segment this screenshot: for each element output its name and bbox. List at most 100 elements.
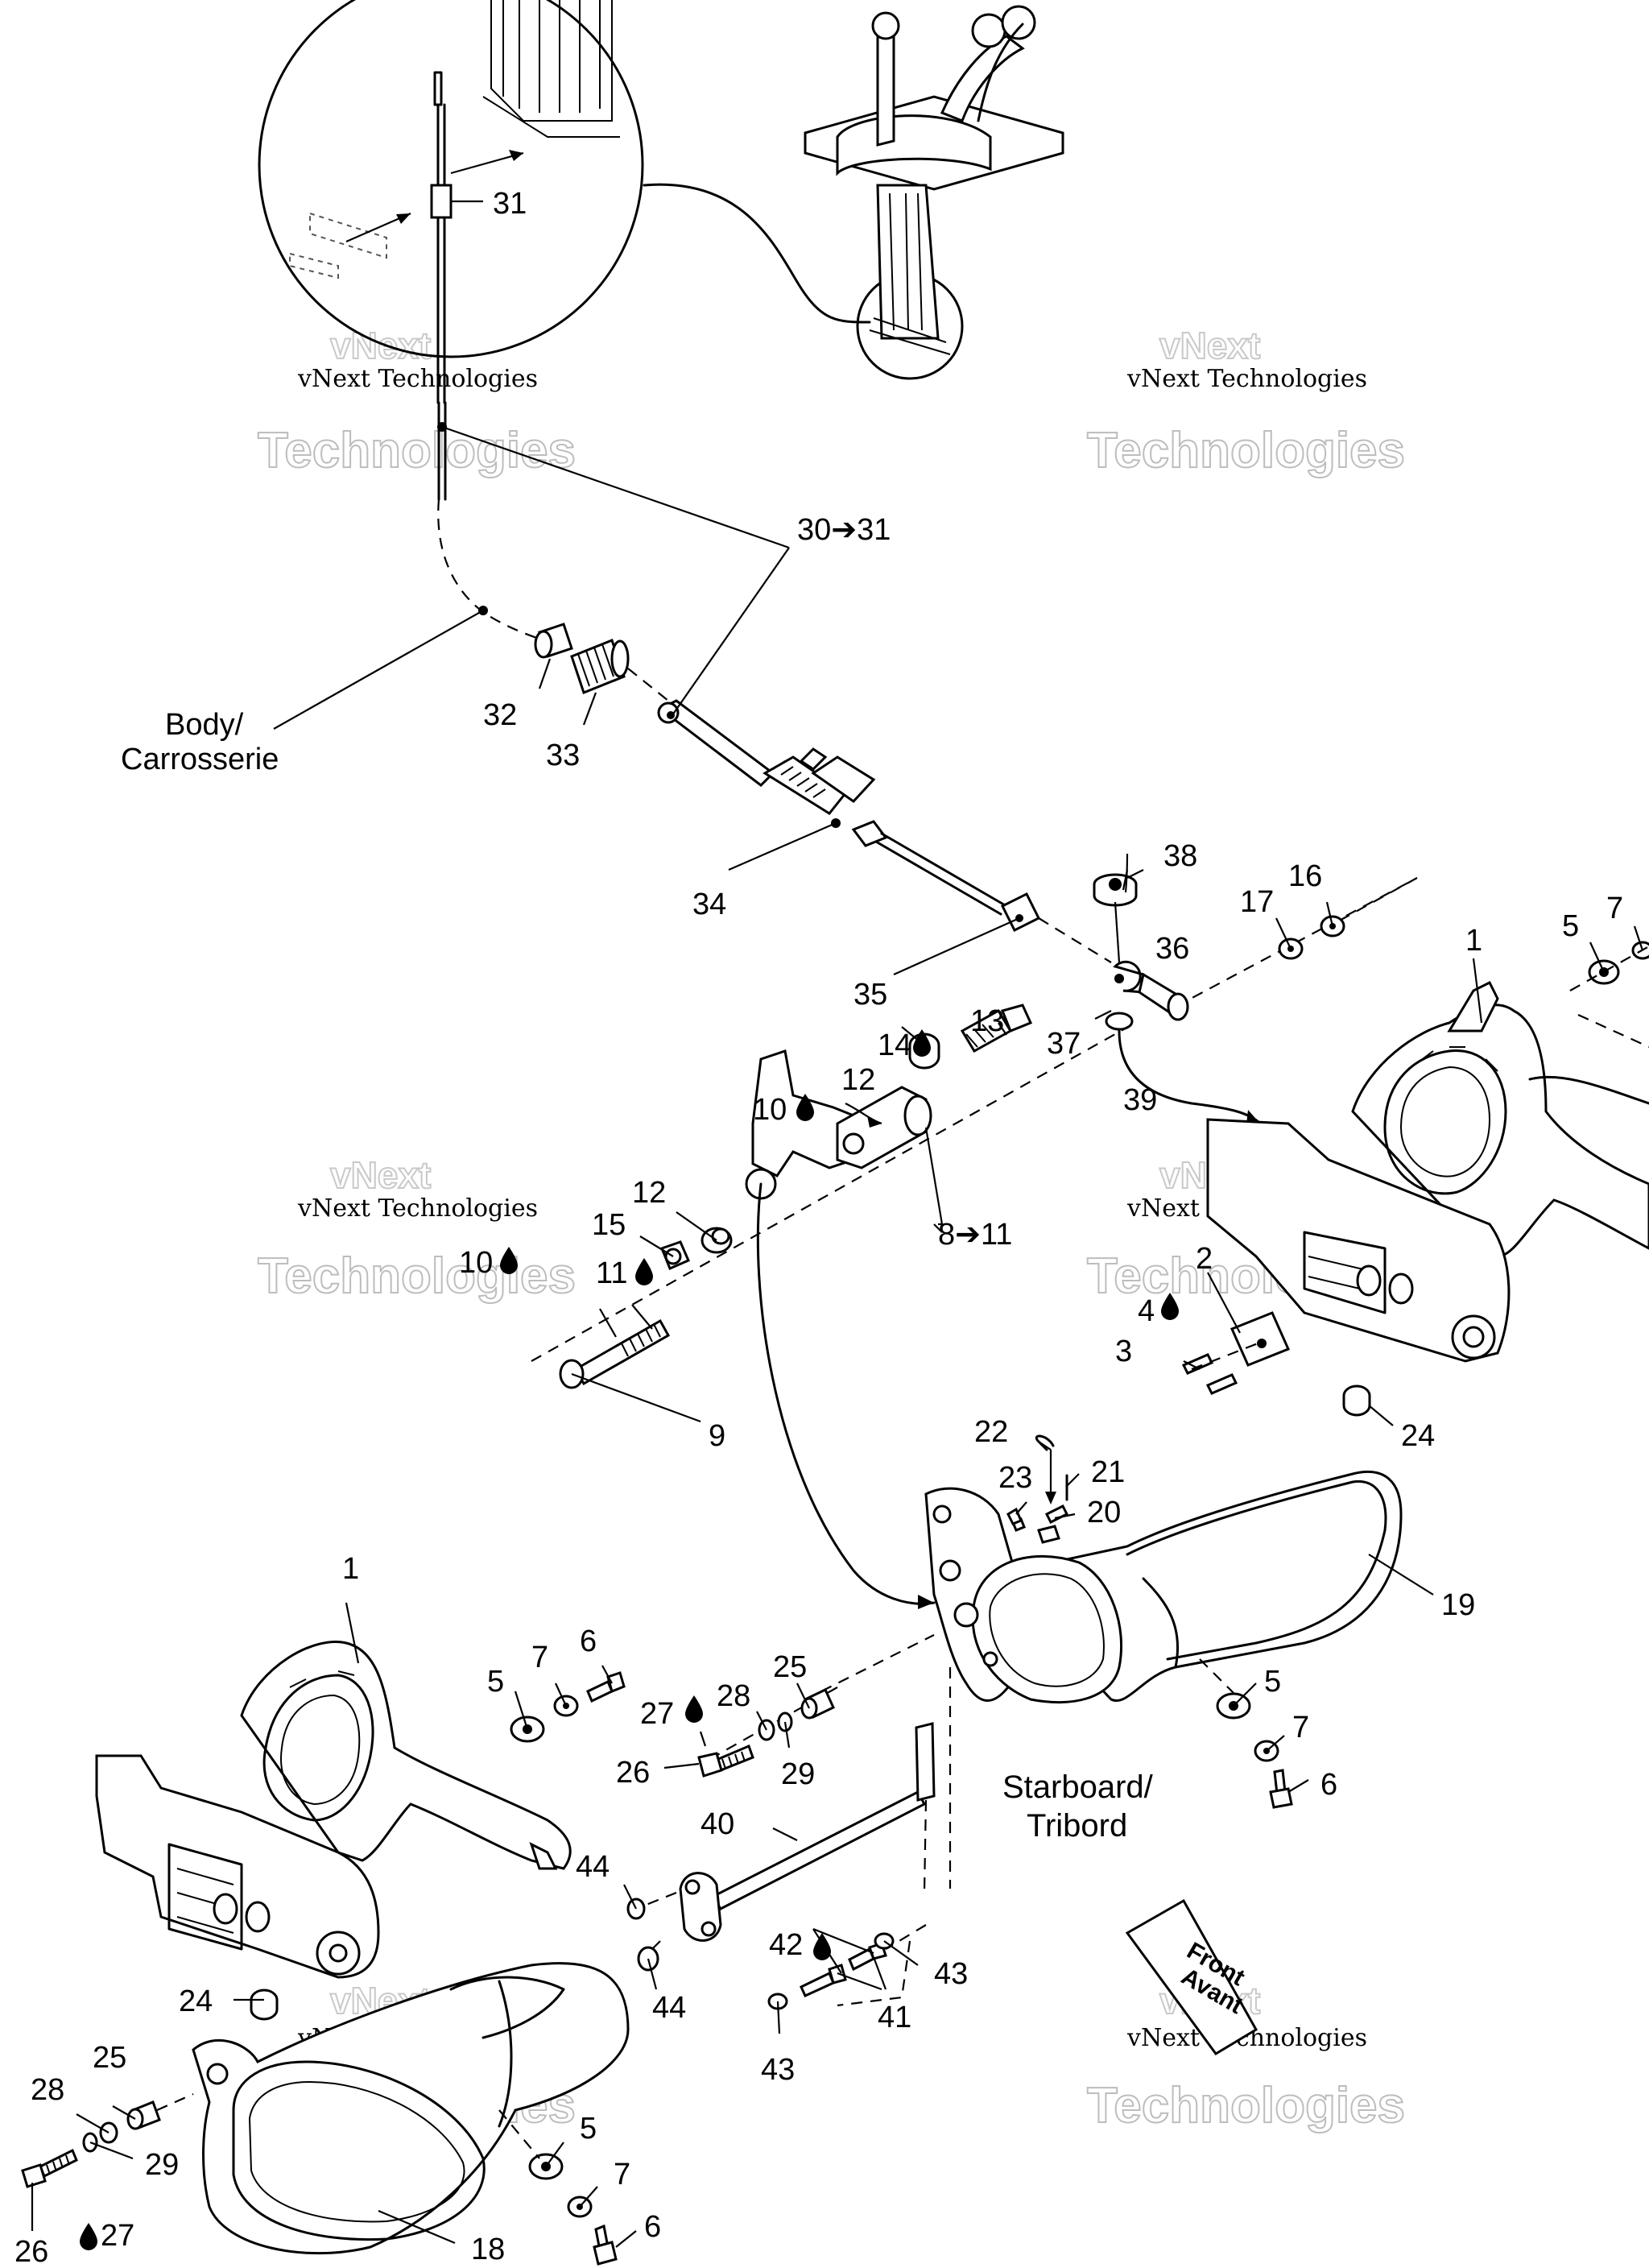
callout-6: 6 [580,1624,597,1658]
callout-23: 23 [998,1461,1032,1495]
callout-9: 9 [709,1419,725,1453]
adhesive-drop-icon [635,1258,653,1285]
adhesive-drop-icon [685,1695,703,1723]
watermark-big: Technologies [1087,2078,1405,2133]
lower-left-bracket [95,1641,572,2021]
callout-13: 13 [970,1004,1004,1038]
callout-31: 31 [493,187,527,221]
callout-5: 5 [580,2112,597,2146]
callout-12: 12 [841,1063,875,1097]
callout-2: 2 [1196,1242,1213,1276]
callout-7: 7 [1606,892,1623,925]
detail-circle [258,0,964,404]
tribord-label: Tribord [1027,1808,1127,1844]
bushing-44 [626,1898,659,1972]
carrosserie-label: Carrosserie [121,743,279,776]
callout-25: 25 [773,1650,807,1684]
callout-8-11: 8➔11 [938,1218,1012,1252]
watermark-text: vNext Technologies [297,1194,538,1223]
cover-plate [1181,1311,1291,1395]
watermark-text: vNext Technologies [1126,365,1367,393]
callout-35: 35 [853,978,887,1012]
adhesive-drop-icon [813,1933,831,1960]
watermark-vnext: vNext [330,325,431,366]
callout-1: 1 [342,1552,359,1586]
upper-right-bracket [1206,980,1649,1363]
callout-1: 1 [1465,924,1482,958]
callout-32: 32 [483,698,517,732]
body-label: Body/ [165,708,244,742]
callout-21: 21 [1091,1455,1125,1489]
callout-5: 5 [1562,909,1579,943]
callout-22: 22 [974,1415,1008,1449]
callout-3: 3 [1115,1335,1132,1368]
bushing-right [1342,1384,1371,1417]
callout-28: 28 [717,1679,750,1713]
callout-44: 44 [576,1850,610,1884]
callout-28: 28 [31,2073,64,2107]
callout-4: 4 [1138,1294,1155,1328]
watermark-big: Technologies [258,423,576,478]
callout-37: 37 [1047,1027,1081,1061]
lower-left-hardware [510,1671,626,1743]
callout-7: 7 [1292,1711,1309,1744]
callout-30-31: 30➔31 [797,513,891,547]
starboard-bucket [924,1434,1403,1704]
callout-33: 33 [546,739,580,772]
callout-34: 34 [692,888,726,921]
callout-10: 10 [459,1246,493,1280]
callout-42: 42 [769,1928,803,1962]
callout-19: 19 [1441,1588,1475,1622]
callout-24: 24 [1401,1419,1435,1453]
callout-7: 7 [531,1641,548,1674]
callout-27: 27 [640,1697,674,1731]
callout-5: 5 [487,1665,504,1699]
port-bucket [192,1962,630,2255]
watermark-big: Technologies [258,1248,576,1304]
callout-43: 43 [761,2053,795,2087]
callout-17: 17 [1240,885,1274,919]
watermark-text: vNext Technologies [297,365,538,393]
callout-16: 16 [1288,859,1322,893]
bucket-hardware [1199,1658,1293,1809]
watermark-vnext: vNext [330,1154,431,1196]
callout-7: 7 [614,2158,630,2191]
callout-20: 20 [1087,1496,1121,1529]
callout-11: 11 [596,1256,627,1290]
nut-washer [1278,915,1345,960]
callout-36: 36 [1155,932,1189,966]
leader-lines [31,425,1644,2248]
callout-6: 6 [1320,1768,1337,1802]
upper-right-hardware [1569,941,1649,1049]
callout-27: 27 [101,2219,134,2253]
callout-25: 25 [93,2041,126,2075]
callout-26: 26 [14,2235,48,2268]
callout-38: 38 [1163,839,1197,873]
starboard-label: Starboard/ [1002,1769,1154,1805]
lever-assembly [559,1004,1033,1609]
callout-41: 41 [878,2001,911,2034]
tie-rod [635,1722,936,1958]
bolt-26-upper [697,1711,793,1778]
shifter-assembly [804,5,1064,355]
callout-6: 6 [644,2210,661,2244]
cable-clevis [1093,873,1262,1125]
adhesive-drop-icon [80,2223,97,2250]
callout-29: 29 [145,2148,179,2182]
callout-40: 40 [701,1807,734,1841]
callout-14: 14 [878,1028,911,1062]
callout-labels: 31 30➔31 Body/ Carrosserie 32 33 34 35 3… [14,187,1623,2268]
callout-15: 15 [592,1208,626,1242]
callout-29: 29 [781,1757,815,1791]
callout-12: 12 [632,1176,666,1210]
callout-43: 43 [934,1957,968,1991]
callout-10: 10 [753,1093,787,1127]
watermark-vnext: vNext [1159,325,1260,366]
callout-18: 18 [471,2233,505,2266]
watermark-big: Technologies [1087,423,1405,478]
callout-26: 26 [616,1756,650,1790]
spacer-25-upper [800,1687,835,1720]
callout-24: 24 [179,1984,213,2018]
callout-5: 5 [1264,1665,1281,1699]
